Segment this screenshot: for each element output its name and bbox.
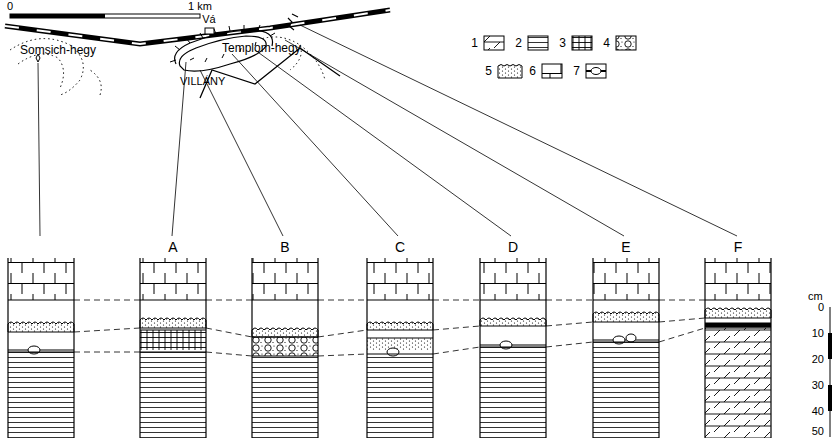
scale-number: 20 — [812, 354, 824, 365]
column-letter: E — [621, 240, 630, 254]
legend-number: 7 — [573, 65, 580, 77]
place-name: Templom-hegy — [222, 42, 301, 54]
column-letter: B — [280, 240, 289, 254]
column-letter: A — [168, 240, 177, 254]
column-letter: F — [734, 240, 743, 254]
legend-number: 4 — [603, 37, 610, 49]
scale-number: 30 — [812, 380, 824, 391]
column-letter: D — [508, 240, 518, 254]
scale-number: 40 — [812, 406, 824, 417]
legend-number: 3 — [559, 37, 566, 49]
legend-number: 6 — [529, 65, 536, 77]
place-name: Somsich-hegy — [20, 44, 96, 56]
scale-number: 0 — [818, 302, 824, 313]
legend-number: 5 — [485, 65, 492, 77]
scale-number: 10 — [812, 328, 824, 339]
scale-number: 50 — [812, 426, 824, 437]
column-letter: C — [395, 240, 405, 254]
legend-number: 1 — [471, 37, 478, 49]
legend-number: 2 — [515, 37, 522, 49]
location-map — [5, 10, 737, 236]
place-name: Vá — [202, 14, 215, 25]
stratigraphic-columns — [8, 258, 771, 438]
unit-label: cm — [808, 291, 823, 302]
place-name: VILLÁNY — [180, 76, 225, 87]
scale-bar — [828, 307, 832, 437]
scale-label: 1 km — [188, 1, 212, 12]
scale-label: 0 — [7, 1, 13, 12]
legend-samples — [484, 36, 636, 78]
